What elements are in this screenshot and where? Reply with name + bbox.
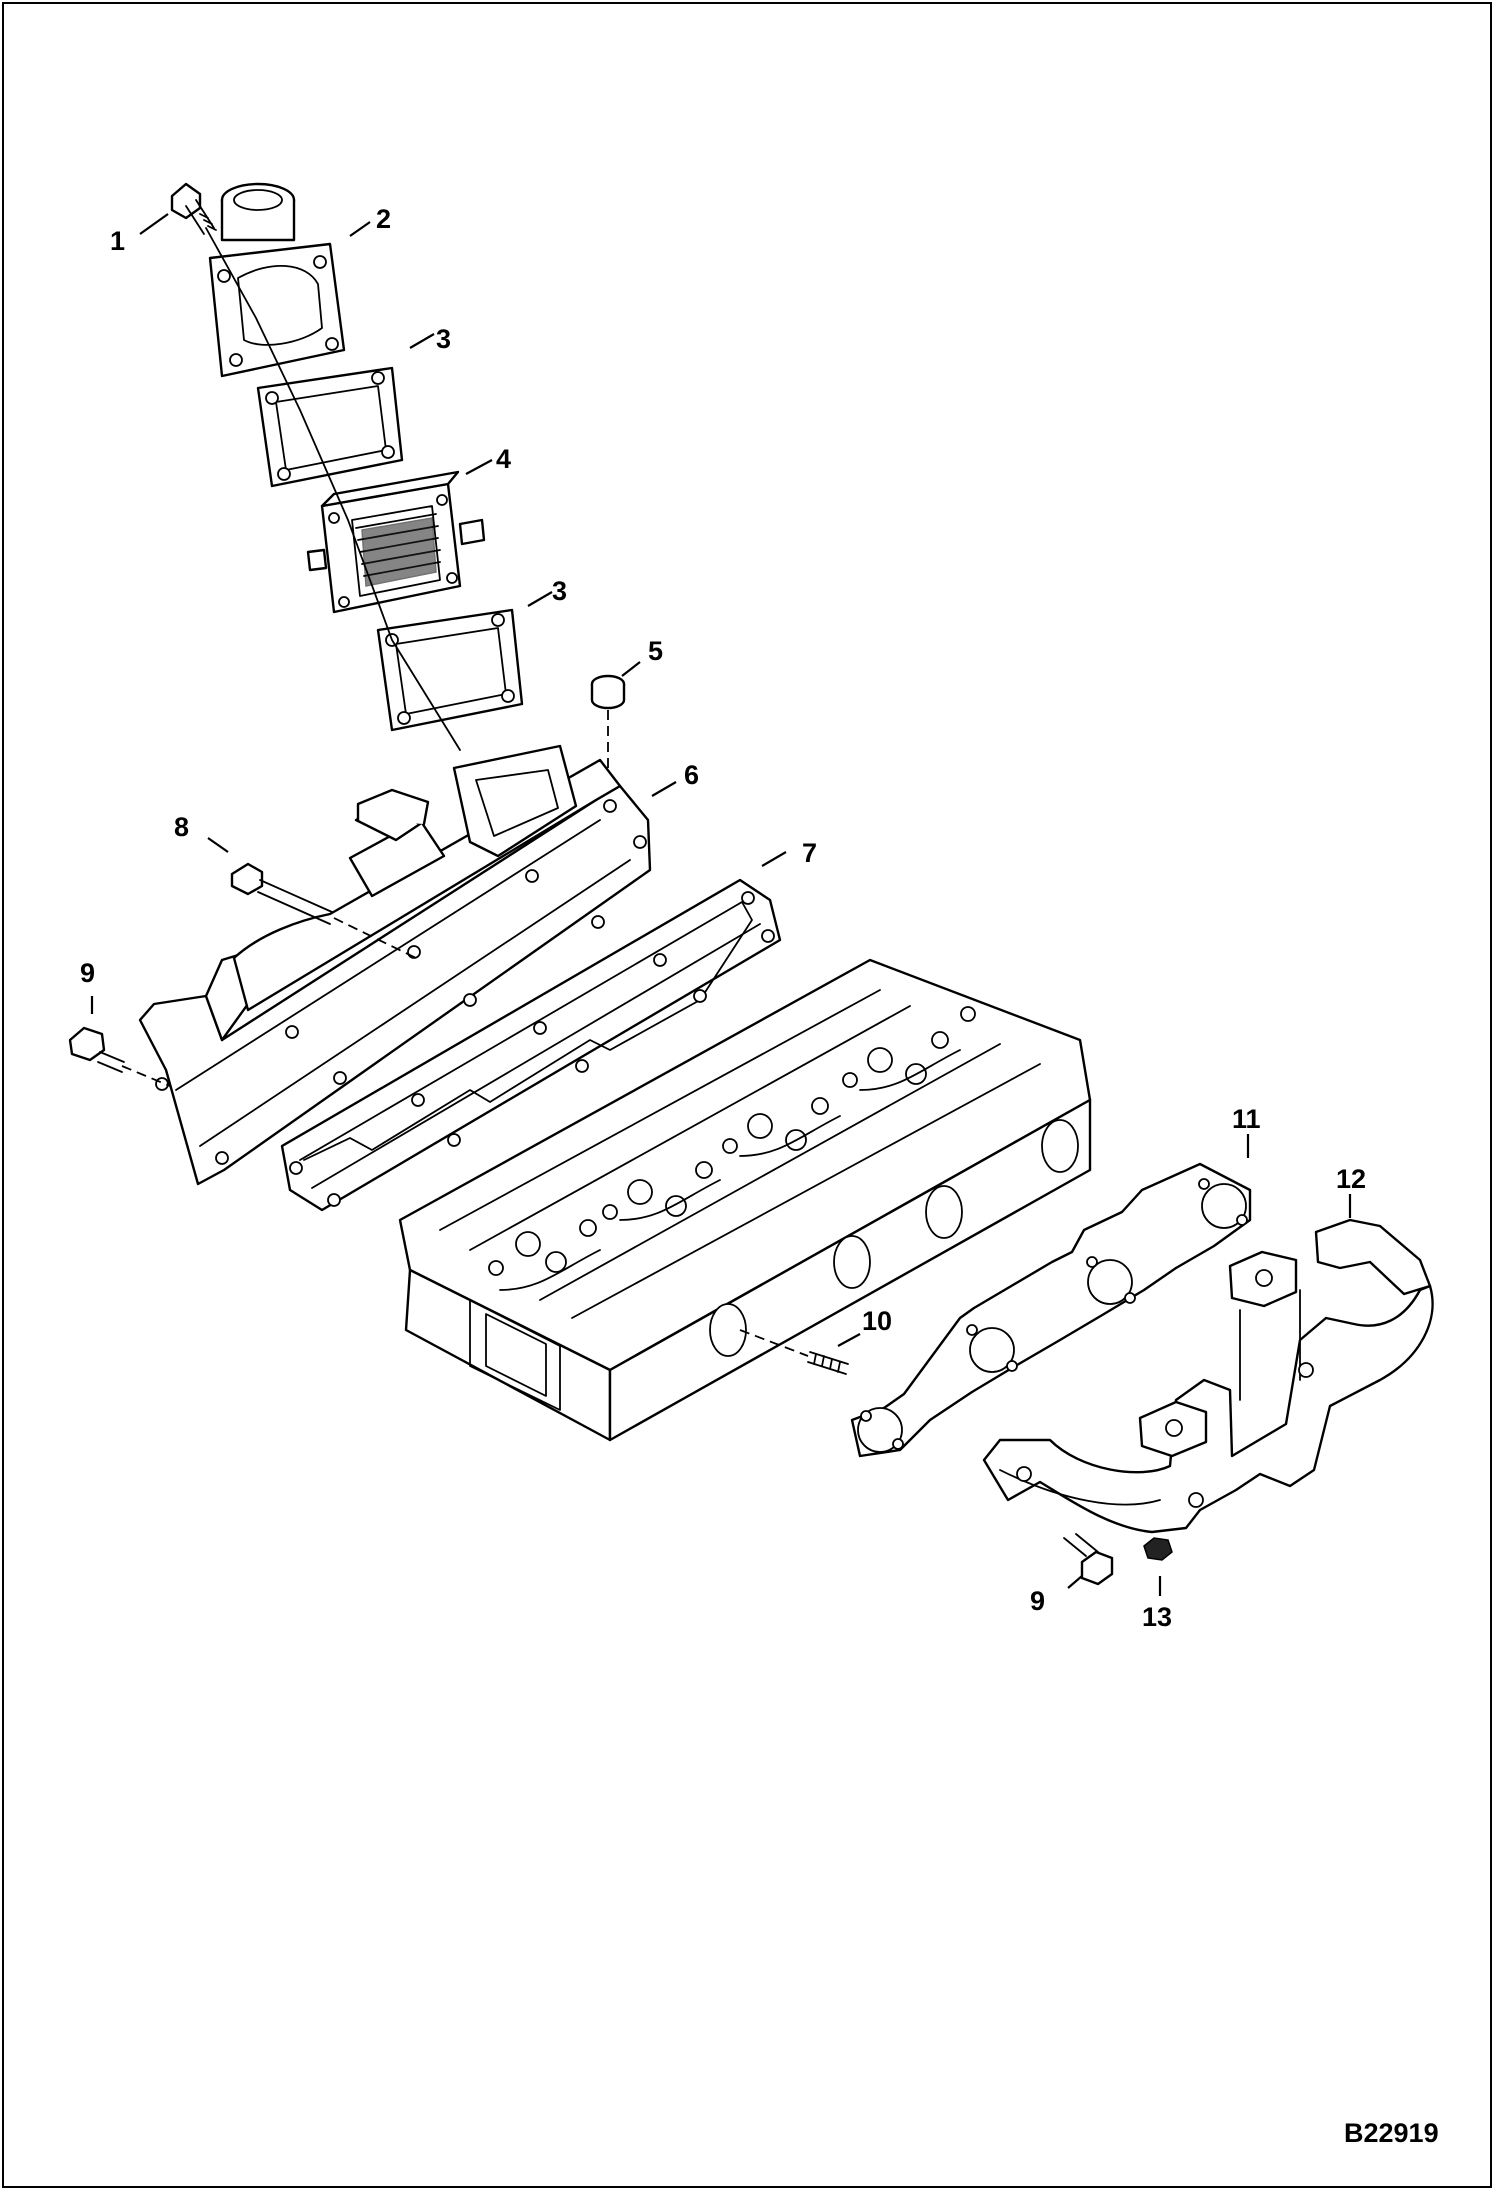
figure-reference: B22919 — [1344, 2118, 1439, 2148]
part-air-heater-4 — [306, 470, 486, 614]
callout-9-right: 9 — [1030, 1586, 1045, 1616]
callout-8: 8 — [174, 812, 189, 842]
callout-5: 5 — [648, 636, 663, 666]
callout-2: 2 — [376, 204, 391, 234]
callout-10: 10 — [862, 1306, 892, 1336]
part-bolt-9-right — [1063, 1533, 1114, 1586]
part-gasket-3-upper — [256, 366, 404, 488]
part-plug-5 — [590, 674, 626, 710]
callout-9-left: 9 — [80, 958, 95, 988]
callout-12: 12 — [1336, 1164, 1366, 1194]
part-outlet-elbow-2 — [208, 182, 346, 378]
cylinder-head — [398, 958, 1092, 1442]
stud-10-assembly-line — [739, 1329, 809, 1357]
part-intake-gasket-7 — [280, 878, 782, 1212]
leader-lines — [90, 213, 1352, 1596]
part-bolt-1 — [170, 182, 217, 235]
callout-4: 4 — [496, 444, 511, 474]
callout-3-lower: 3 — [552, 576, 567, 606]
part-gasket-3-lower — [376, 608, 524, 732]
bolt-9-assembly-line — [121, 1065, 171, 1087]
callout-1: 1 — [110, 226, 125, 256]
top-stack-assembly-line — [205, 227, 461, 751]
part-stud-10 — [807, 1351, 849, 1375]
callout-13: 13 — [1142, 1602, 1172, 1632]
part-exhaust-gasket-11 — [850, 1162, 1252, 1458]
callout-7: 7 — [802, 838, 817, 868]
part-long-bolt-8 — [230, 862, 333, 925]
part-nut-13 — [1143, 1537, 1173, 1561]
part-intake-manifold-6 — [138, 744, 652, 1186]
callout-11: 11 — [1232, 1104, 1261, 1134]
callout-3-upper: 3 — [436, 324, 451, 354]
part-exhaust-manifold-12 — [982, 1218, 1434, 1534]
part-bolt-9-left — [68, 1026, 125, 1073]
callout-6: 6 — [684, 760, 699, 790]
